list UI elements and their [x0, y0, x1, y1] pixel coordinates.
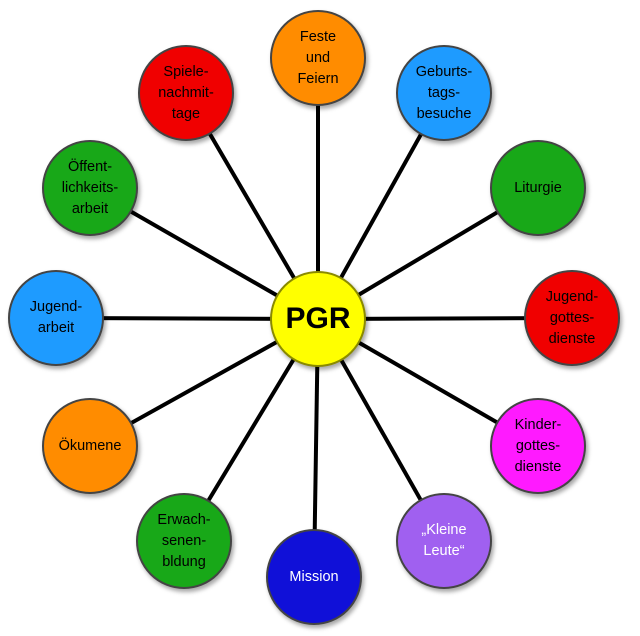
node-label: Jugend- gottes- dienste: [545, 288, 599, 347]
node-spielenachmittage: Spiele- nachmit- tage: [138, 45, 234, 141]
node-label: Ökumene: [58, 437, 122, 454]
node-label: Jugend- arbeit: [29, 299, 83, 336]
node-label: Kinder- gottes- dienste: [514, 416, 562, 475]
node-mission: Mission: [266, 529, 362, 625]
node-label: Geburts- tags- besuche: [415, 63, 473, 122]
node-jugendgottesdienste: Jugend- gottes- dienste: [524, 270, 620, 366]
node-feste-und-feiern: Feste und Feiern: [270, 10, 366, 106]
node-label: Öffent- lichkeits- arbeit: [61, 158, 119, 217]
node-label: Liturgie: [514, 179, 562, 196]
node-geburtstagsbesuche: Geburts- tags- besuche: [396, 45, 492, 141]
node-liturgie: Liturgie: [490, 140, 586, 236]
node-kleine-leute: „Kleine Leute“: [396, 493, 492, 589]
center-node-pgr: PGR: [270, 271, 366, 367]
node-label: Mission: [289, 568, 339, 585]
node-label: „Kleine Leute“: [421, 522, 467, 559]
node-kindergottesdienste: Kinder- gottes- dienste: [490, 398, 586, 494]
node-label: Spiele- nachmit- tage: [158, 63, 214, 122]
center-label: PGR: [285, 302, 351, 335]
node-label: Erwach- senen- bldung: [157, 511, 211, 570]
node-label: Feste und Feiern: [297, 28, 339, 87]
node-oeffentlichkeitsarbeit: Öffent- lichkeits- arbeit: [42, 140, 138, 236]
node-erwachsenenbildung: Erwach- senen- bldung: [136, 493, 232, 589]
node-jugendarbeit: Jugend- arbeit: [8, 270, 104, 366]
node-oekumene: Ökumene: [42, 398, 138, 494]
